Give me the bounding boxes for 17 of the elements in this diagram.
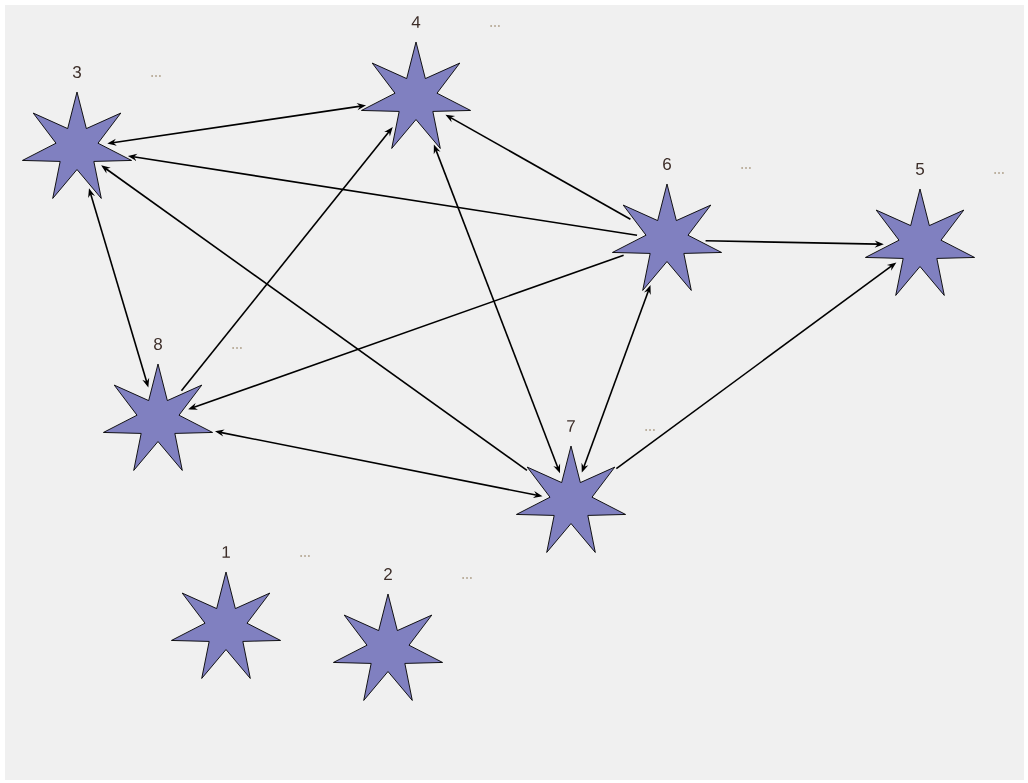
node-label: 4 (411, 16, 421, 28)
ellipsis-text: ... (741, 167, 751, 169)
node-label: 7 (567, 420, 575, 432)
arrow (180, 127, 393, 392)
node-label: 6 (663, 157, 671, 170)
node-label: 1 (222, 546, 230, 558)
node-label: 3 (72, 65, 81, 78)
node-label: 2 (384, 568, 392, 580)
ellipsis-text: ... (232, 347, 242, 349)
ellipsis-text: ... (300, 555, 310, 557)
ellipsis-text: ... (645, 429, 655, 431)
ellipsis-text: ... (462, 577, 472, 579)
ellipsis-text: ... (151, 75, 161, 77)
node-label: 8 (154, 337, 162, 350)
node-label: 5 (915, 163, 924, 175)
ellipsis-text: ... (490, 25, 500, 27)
ellipsis-text: ... (994, 172, 1004, 174)
